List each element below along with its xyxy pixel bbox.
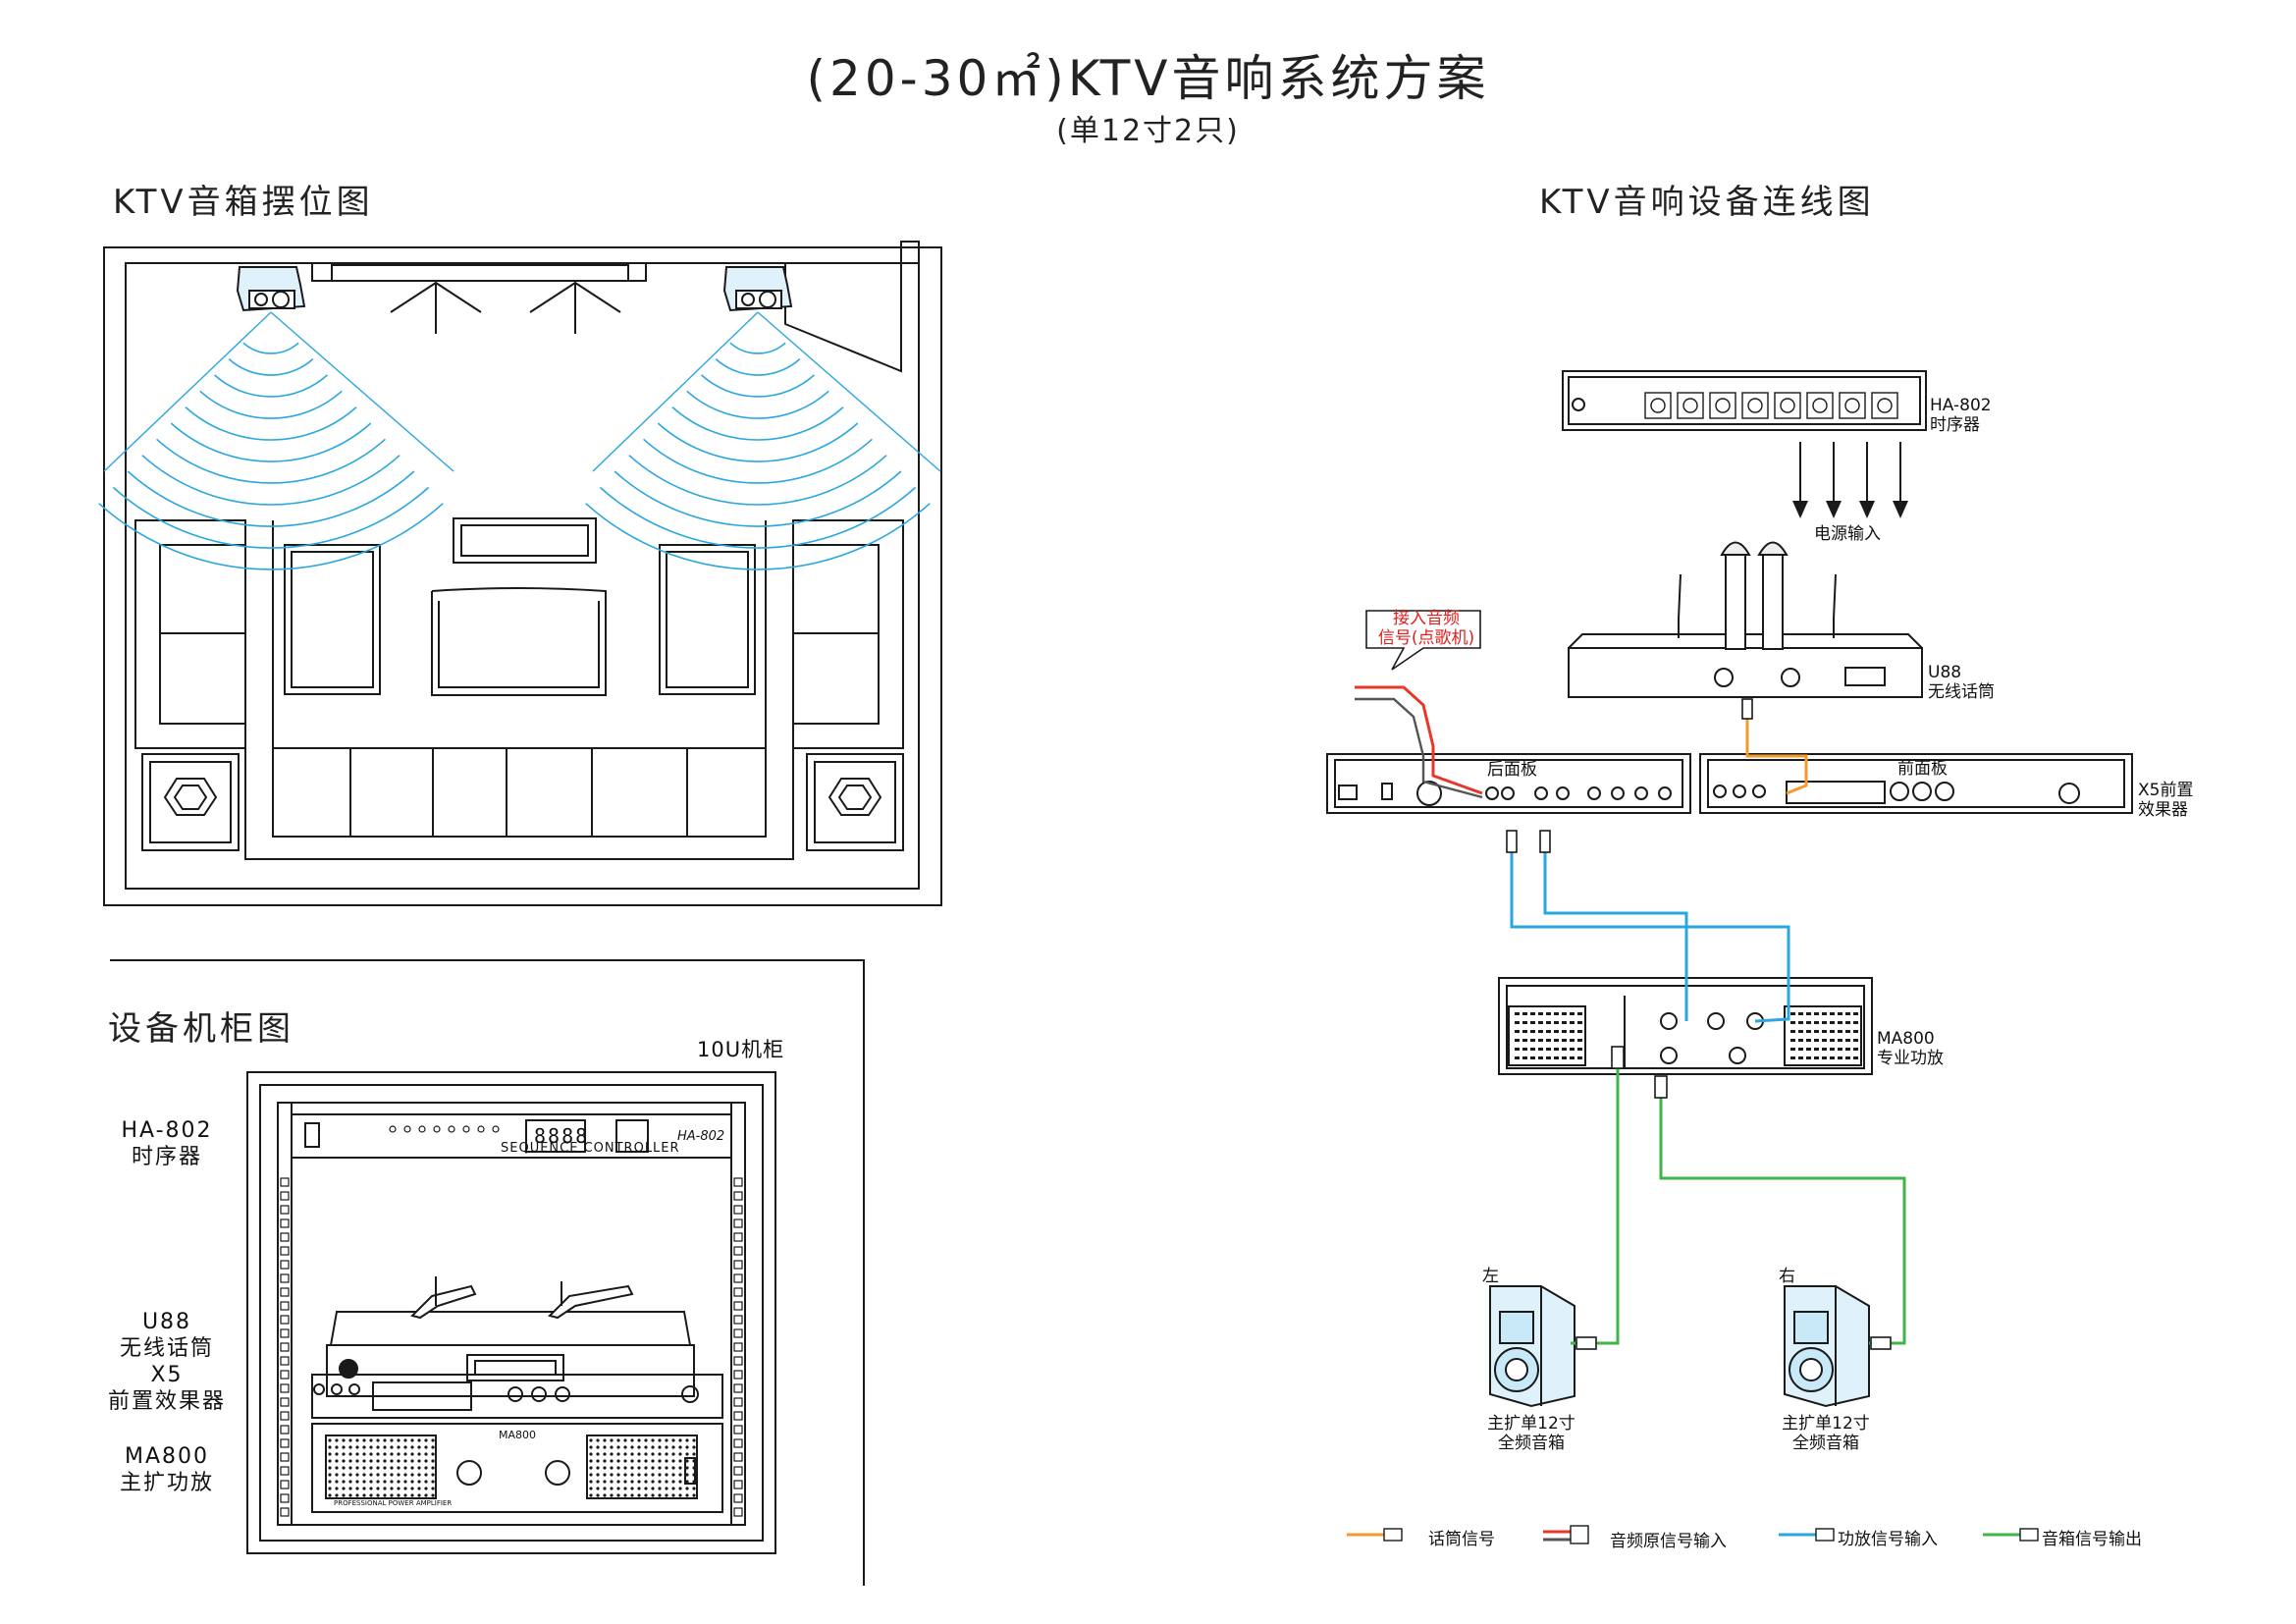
wiring-label-effects: X5前置效果器 bbox=[2138, 781, 2194, 820]
section-title-cabinet: 设备机柜图 bbox=[108, 1009, 294, 1049]
ceiling-strip bbox=[311, 262, 647, 282]
rear-panel-label: 后面板 bbox=[1487, 760, 1537, 780]
page-subtitle: (单12寸2只) bbox=[1056, 114, 1240, 148]
callout-text: 接入音频信号(点歌机) bbox=[1377, 609, 1475, 648]
rack-u88 bbox=[326, 1344, 695, 1397]
room-corner-wall bbox=[784, 241, 920, 373]
callout-bubble bbox=[1365, 610, 1481, 671]
section-title-wiring: KTV音响设备连线图 bbox=[1539, 183, 1875, 222]
corner-speaker-left bbox=[141, 753, 240, 851]
sequencer-sockets bbox=[1644, 392, 1898, 419]
amp-grille-right bbox=[1784, 1005, 1862, 1066]
rack-mic-left bbox=[410, 1284, 477, 1320]
section-title-layout: KTV音箱摆位图 bbox=[113, 183, 374, 222]
rack-u88-top bbox=[330, 1311, 691, 1346]
cabinet-size-label: 10U机柜 bbox=[697, 1038, 785, 1061]
coffee-table bbox=[431, 587, 607, 696]
ma800-grille-left bbox=[325, 1435, 437, 1499]
rack-mic-right bbox=[548, 1284, 634, 1320]
speaker-coverage-right bbox=[585, 342, 931, 570]
speaker-right-label: 主扩单12寸全频音箱 bbox=[1782, 1414, 1870, 1453]
side-table-right bbox=[659, 544, 756, 695]
legend-item-speaker: 音箱信号输出 bbox=[2042, 1530, 2142, 1549]
speaker-left-tag: 左 bbox=[1482, 1267, 1499, 1286]
rack-x5 bbox=[311, 1374, 723, 1419]
power-arrows bbox=[1799, 442, 1901, 509]
speaker-right-tag: 右 bbox=[1779, 1267, 1795, 1286]
speaker-coverage-left bbox=[98, 342, 444, 570]
wiring-rear-panel bbox=[1326, 753, 1691, 814]
legend-item-amp: 功放信号输入 bbox=[1838, 1530, 1938, 1549]
wiring-u88 bbox=[1568, 647, 1923, 698]
legend-item-audio: 音频原信号输入 bbox=[1610, 1532, 1727, 1551]
ceiling-speaker-right bbox=[722, 266, 793, 312]
cabinet-section-frame bbox=[110, 959, 865, 1586]
sequencer-panel-name: SEQUENCE CONTROLLER bbox=[501, 1141, 680, 1156]
cabinet-outer bbox=[246, 1071, 776, 1554]
cabinet-rack bbox=[277, 1102, 746, 1526]
rack-sequencer bbox=[291, 1113, 732, 1159]
speaker-left-cabinet bbox=[1489, 1285, 1575, 1408]
wiring-mic-right bbox=[1762, 554, 1784, 650]
rack-mount-holes bbox=[280, 1177, 743, 1517]
ma800-panel-model: MA800 bbox=[499, 1429, 537, 1441]
speaker-left-label: 主扩单12寸全频音箱 bbox=[1487, 1414, 1575, 1453]
page-title: (20-30㎡)KTV音响系统方案 bbox=[806, 50, 1490, 107]
ceiling-speaker-left bbox=[236, 266, 306, 312]
sequencer-leds bbox=[389, 1125, 500, 1133]
front-panel-label: 前面板 bbox=[1897, 759, 1948, 779]
sequencer-panel-model: HA-802 bbox=[677, 1129, 725, 1144]
sofa-seats bbox=[272, 747, 767, 838]
room-outer-wall bbox=[103, 246, 942, 906]
plug bbox=[1506, 830, 1518, 853]
ma800-panel-brand: PROFESSIONAL POWER AMPLIFIER bbox=[334, 1499, 453, 1507]
sequencer-display: 8888 bbox=[534, 1124, 590, 1148]
legend-swatches bbox=[1347, 1525, 2039, 1544]
power-input-label: 电源输入 bbox=[1814, 524, 1881, 544]
speaker-right-cabinet bbox=[1784, 1285, 1870, 1408]
rack-ma800 bbox=[311, 1423, 723, 1513]
cable-audio-input-red bbox=[1355, 685, 1483, 795]
ma800-grille-right bbox=[586, 1435, 698, 1499]
wiring-front-panel bbox=[1699, 753, 2133, 814]
cable-amp-input-1 bbox=[1510, 844, 1790, 1023]
amp-grille-left bbox=[1508, 1005, 1586, 1066]
cable-speaker-left bbox=[1571, 1060, 1620, 1345]
cable-speaker-right bbox=[1659, 1090, 1906, 1345]
legend-item-mic: 话筒信号 bbox=[1428, 1530, 1495, 1549]
wiring-mic-left bbox=[1725, 554, 1746, 650]
ma800-grille-dots bbox=[328, 1438, 696, 1497]
corner-speaker-right bbox=[806, 753, 904, 851]
tv-screen bbox=[453, 517, 597, 564]
cable-mic-signal bbox=[1745, 709, 1808, 795]
side-table-left bbox=[284, 544, 381, 695]
wiring-sequencer bbox=[1562, 370, 1927, 431]
amp-grille-dots bbox=[1515, 1012, 1858, 1059]
cable-amp-input-2 bbox=[1543, 844, 1688, 1021]
sofa-center-frame bbox=[244, 520, 794, 860]
